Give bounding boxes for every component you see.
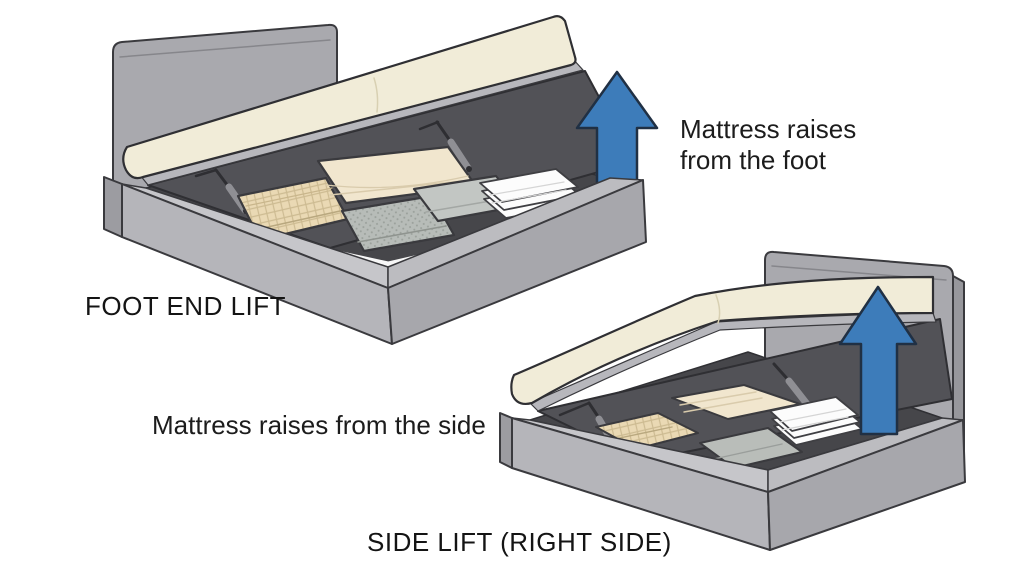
towel-stack (479, 168, 583, 219)
bed-foot-end-lift (103, 15, 659, 345)
mattress-seam (715, 294, 721, 324)
bed1-caption: FOOT END LIFT (85, 291, 287, 321)
box-side-wall (767, 419, 966, 551)
box-side-wall (387, 179, 647, 345)
up-arrow-icon (838, 285, 918, 436)
mattress-seam (373, 77, 379, 113)
platform-edge (529, 312, 937, 412)
bed1-note: Mattress raises from the foot (680, 114, 856, 176)
bed2-note: Mattress raises from the side (152, 410, 486, 440)
bed1-note-line1: Mattress raises (680, 114, 857, 144)
blanket-gray-plain (699, 427, 803, 469)
bed1-note-line2: from the foot (680, 145, 826, 175)
mattress (510, 275, 935, 406)
bed-side-lift (499, 250, 966, 551)
blanket-gray-textured (340, 194, 456, 253)
box-end-cap (499, 412, 513, 469)
gas-strut-rear (418, 120, 472, 172)
mattress (122, 15, 577, 180)
bed2-caption: SIDE LIFT (RIGHT SIDE) (367, 527, 672, 557)
box-end-cap (103, 176, 123, 238)
